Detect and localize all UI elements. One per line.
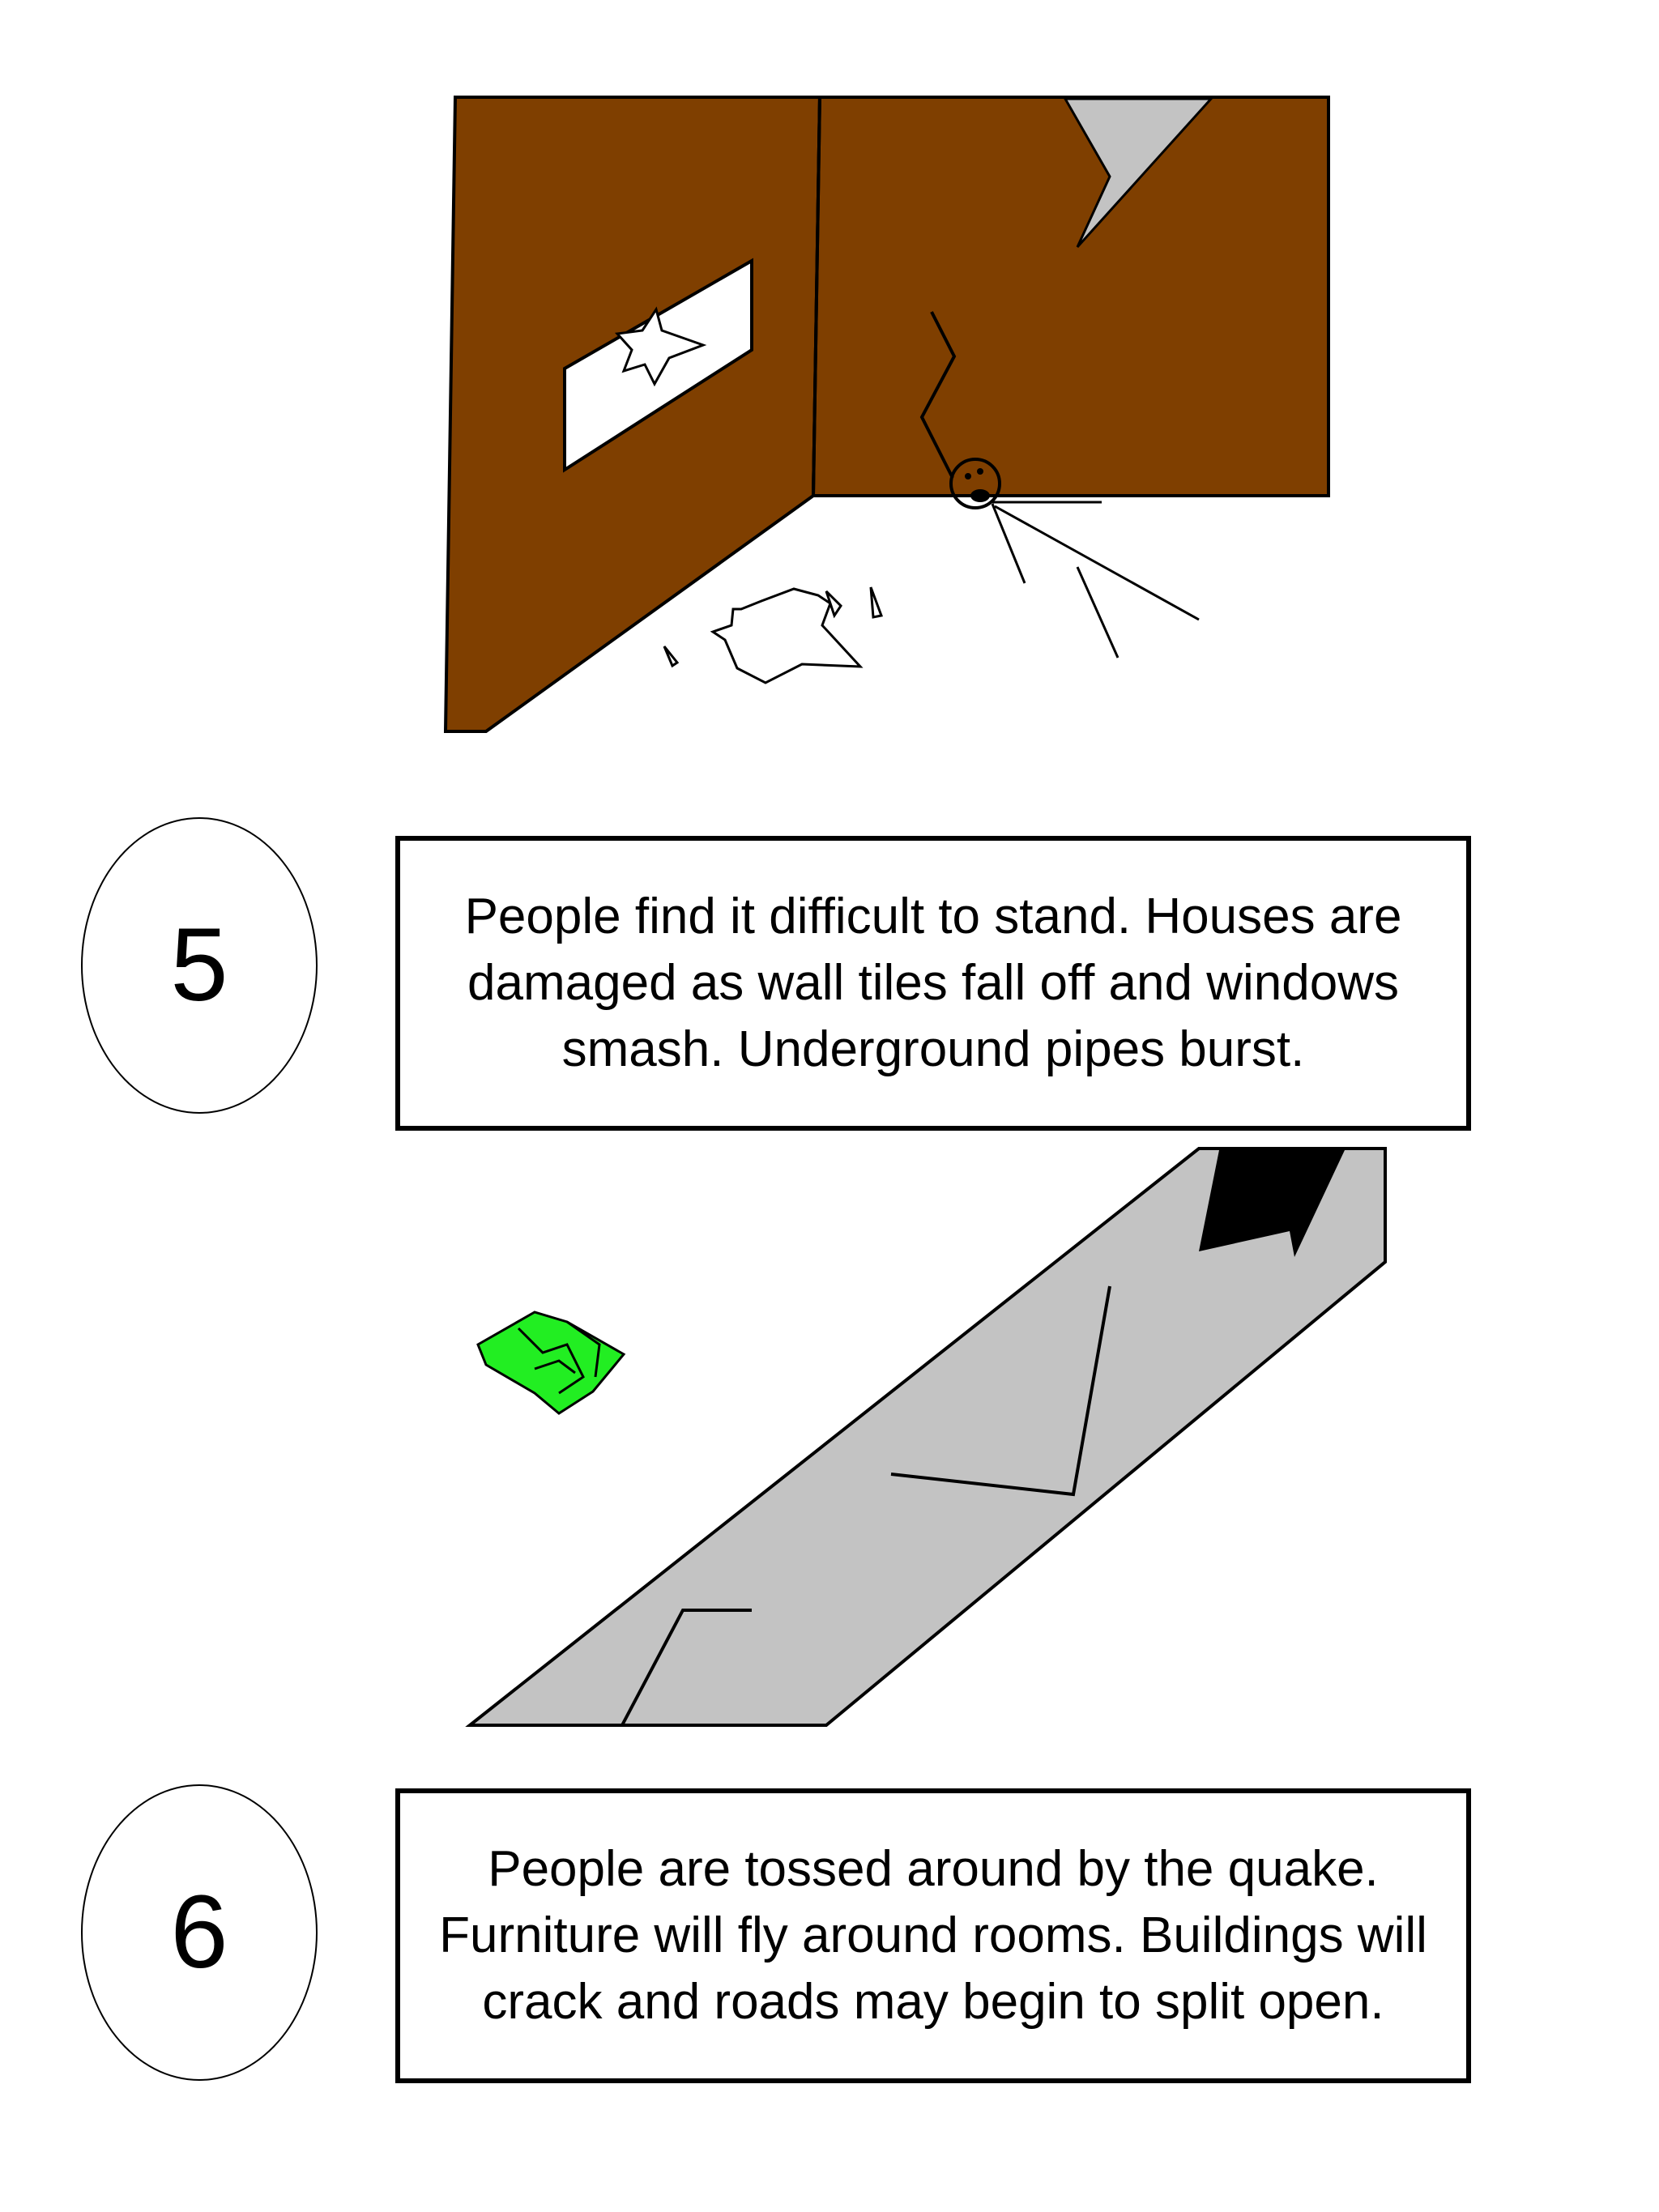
back-wall xyxy=(811,96,1330,497)
room-scene-illustration xyxy=(443,96,1330,733)
fallen-person-body xyxy=(991,501,1200,658)
glass-shards xyxy=(663,586,884,668)
level-number: 5 xyxy=(170,907,228,1023)
glass-shard-star-icon xyxy=(710,587,864,684)
level-description: People find it difficult to stand. House… xyxy=(464,889,1402,1077)
road-cracks xyxy=(621,1285,1111,1726)
fallen-person-head xyxy=(949,458,1001,509)
torn-wall-patch xyxy=(1063,97,1214,249)
road-hole xyxy=(1199,1150,1345,1257)
level-description: People are tossed around by the quake. F… xyxy=(439,1841,1427,2030)
wall-crack xyxy=(919,311,957,479)
road-scene-illustration xyxy=(465,1147,1387,1727)
window-crack-star-icon xyxy=(614,306,707,387)
cracked-road xyxy=(465,1147,1387,1727)
level-description-box: People find it difficult to stand. House… xyxy=(395,836,1471,1131)
level-number: 6 xyxy=(170,1874,228,1990)
level-number-oval: 5 xyxy=(81,817,318,1114)
flying-furniture-icon xyxy=(476,1311,626,1415)
level-description-box: People are tossed around by the quake. F… xyxy=(395,1788,1471,2083)
level-number-oval: 6 xyxy=(81,1784,318,2081)
